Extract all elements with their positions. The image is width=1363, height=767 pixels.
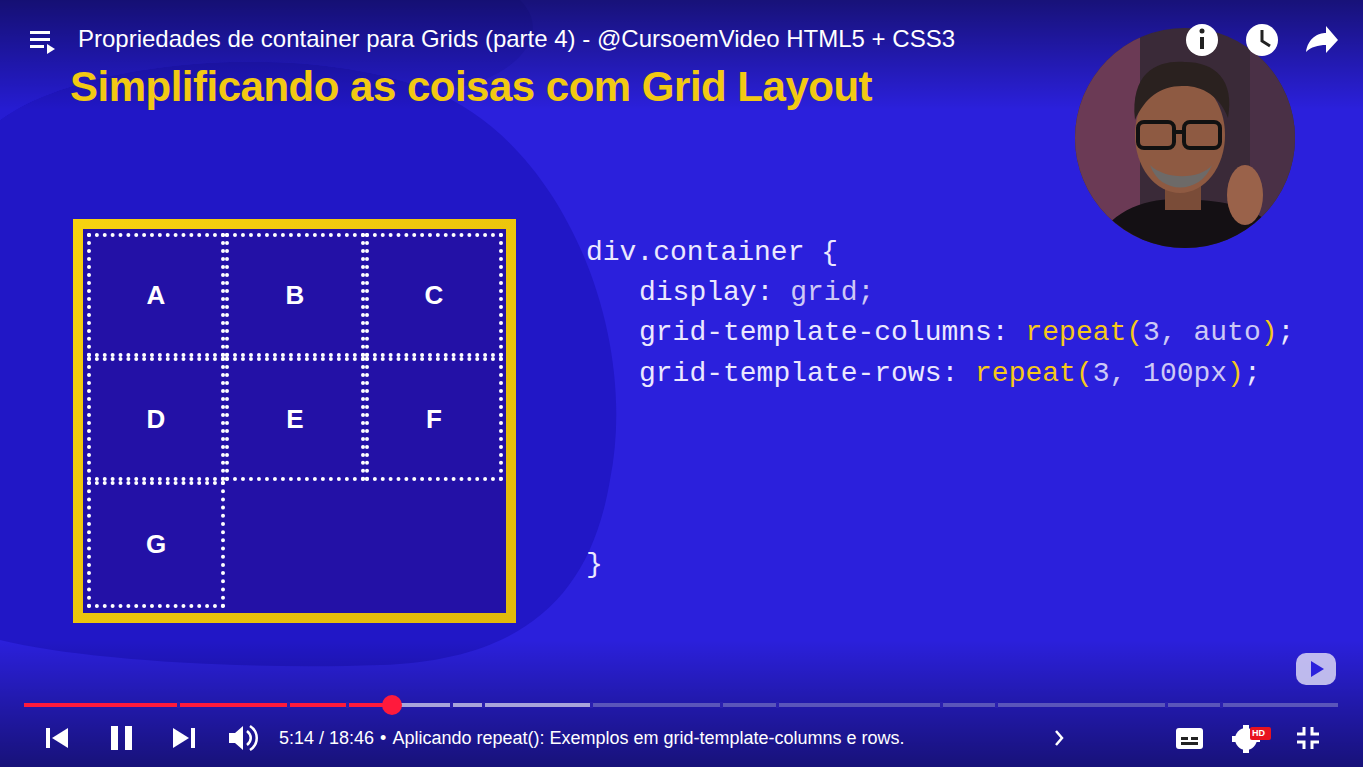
separator-dot: •: [380, 728, 386, 750]
code-token: ): [1261, 317, 1278, 348]
code-line: display: grid;: [639, 276, 874, 310]
menu-icon: [30, 31, 55, 54]
cell-letter: E: [286, 404, 303, 435]
code-line: grid-template-columns: repeat(3, auto);: [639, 316, 1294, 350]
code-token: grid-template-columns:: [639, 317, 1009, 348]
grid-cell: G: [87, 481, 225, 608]
code-token: grid-template-rows:: [639, 358, 958, 389]
video-title: Propriedades de container para Grids (pa…: [78, 25, 955, 54]
grid-cell: F: [365, 357, 503, 481]
code-token: }: [586, 549, 603, 580]
progress-bar: [24, 695, 1338, 715]
grid-cell: D: [87, 357, 225, 481]
code-token: 3, auto: [1143, 317, 1261, 348]
code-token: ): [1227, 358, 1244, 389]
code-token: ;: [1244, 358, 1261, 389]
code-token: div.container {: [586, 237, 838, 268]
code-token: repeat(: [975, 358, 1093, 389]
youtube-watermark: [1296, 653, 1336, 685]
cell-letter: A: [147, 280, 166, 311]
share-icon: [1306, 26, 1338, 53]
code-line: grid-template-rows: repeat(3, 100px);: [639, 357, 1261, 391]
cell-letter: B: [286, 280, 305, 311]
hd-badge: [1250, 727, 1271, 740]
code-line: div.container {: [586, 236, 838, 270]
grid-cell: C: [365, 233, 503, 357]
presenter-video: [1070, 20, 1310, 260]
code-token: ;: [1278, 317, 1295, 348]
grid-cell: B: [225, 233, 365, 357]
time-display: 5:14 / 18:46: [279, 728, 374, 750]
code-line: }: [586, 548, 603, 582]
hd-badge-text: HD: [1252, 728, 1265, 739]
grid-cell: A: [87, 233, 225, 357]
cell-letter: D: [147, 404, 166, 435]
code-token: repeat(: [1025, 317, 1143, 348]
cell-letter: F: [426, 404, 442, 435]
code-token: 3, 100px: [1093, 358, 1227, 389]
player-controls: [46, 725, 1320, 753]
slide-heading: Simplificando as coisas com Grid Layout: [70, 63, 872, 111]
info-icon: [1186, 24, 1218, 56]
grid-cell: E: [225, 357, 365, 481]
code-token: display:: [639, 277, 773, 308]
watch-later-icon: [1246, 24, 1278, 56]
cell-letter: G: [146, 529, 166, 560]
chapter-title: Aplicando repeat(): Exemplos em grid-tem…: [392, 728, 904, 750]
code-token: grid;: [790, 277, 874, 308]
cell-letter: C: [425, 280, 444, 311]
